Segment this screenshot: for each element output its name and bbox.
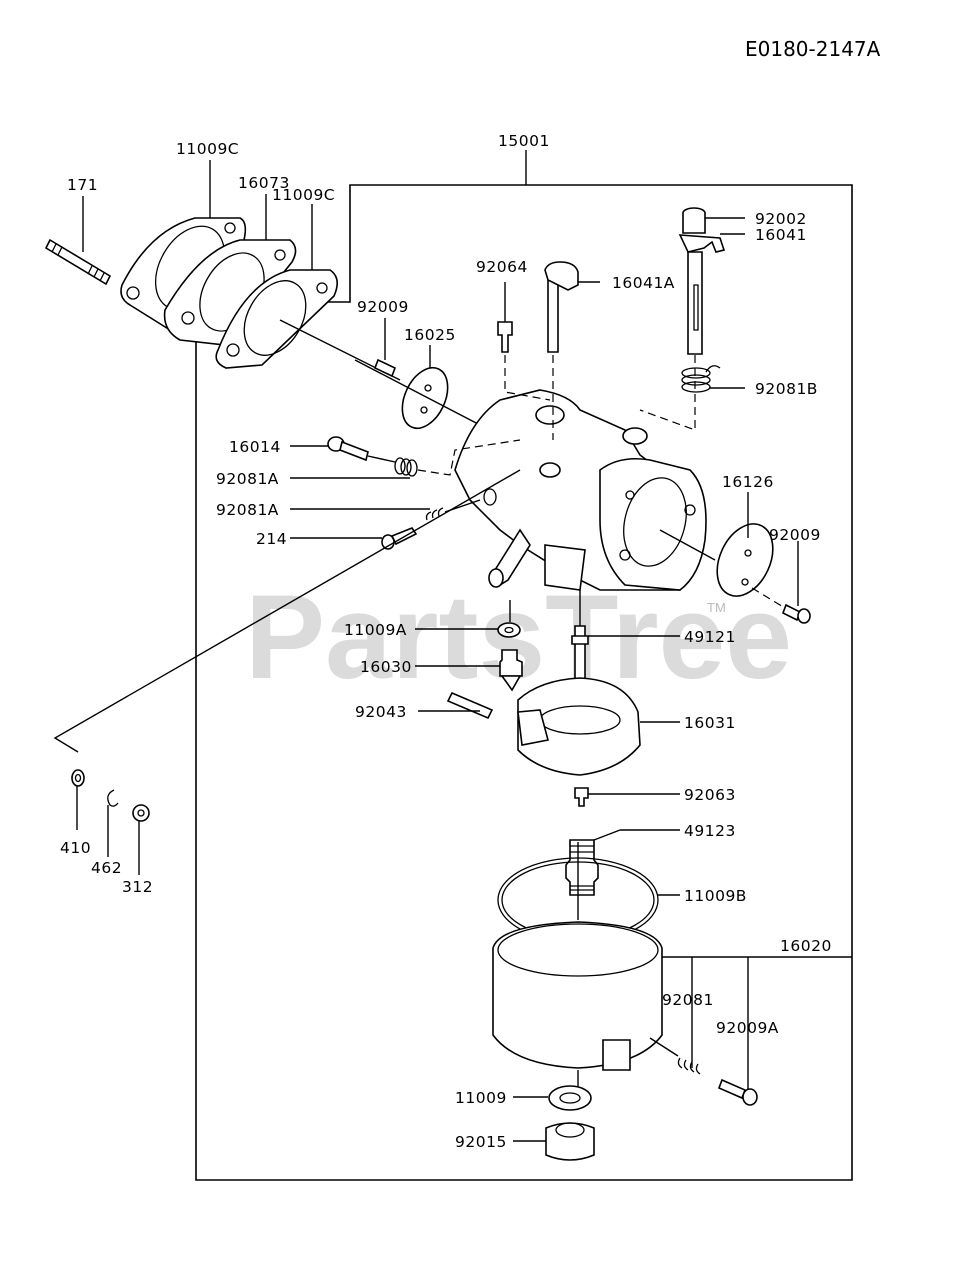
part-label-49121[interactable]: 49121 xyxy=(684,628,736,646)
float-16031[interactable] xyxy=(517,677,641,776)
part-label-171[interactable]: 171 xyxy=(67,176,98,194)
pilot-screw-16014[interactable] xyxy=(327,436,369,462)
jet-92063[interactable] xyxy=(574,787,589,807)
watermark-text: PartsTree xyxy=(245,570,792,704)
part-label-92009-choke[interactable]: 92009 xyxy=(357,298,409,316)
stud-171[interactable] xyxy=(44,238,112,286)
part-label-92009A[interactable]: 92009A xyxy=(716,1019,779,1037)
part-label-312[interactable]: 312 xyxy=(122,878,153,896)
axis-line-drain xyxy=(649,1037,679,1057)
axis-line-16014 xyxy=(367,455,396,463)
part-label-92063[interactable]: 92063 xyxy=(684,786,736,804)
part-label-16025[interactable]: 16025 xyxy=(404,326,456,344)
part-label-16126[interactable]: 16126 xyxy=(722,473,774,491)
part-label-410[interactable]: 410 xyxy=(60,839,91,857)
axis-line-throttle-plate xyxy=(659,529,716,561)
gasket-11009C-rear[interactable] xyxy=(215,269,338,369)
axis-line-92081A-upper xyxy=(417,439,521,476)
part-label-11009C-rear[interactable]: 11009C xyxy=(272,186,335,204)
part-label-16014[interactable]: 16014 xyxy=(229,438,281,456)
part-label-15001[interactable]: 15001 xyxy=(498,132,550,150)
float-bowl-16020[interactable] xyxy=(492,921,663,1071)
part-label-11009B[interactable]: 11009B xyxy=(684,887,747,905)
screw-92009-choke[interactable] xyxy=(373,358,397,378)
main-jet-49123[interactable] xyxy=(565,839,599,896)
part-label-92009-throttle[interactable]: 92009 xyxy=(769,526,821,544)
part-label-462[interactable]: 462 xyxy=(91,859,122,877)
part-label-16041[interactable]: 16041 xyxy=(755,226,807,244)
part-label-92015[interactable]: 92015 xyxy=(455,1133,507,1151)
carburetor-body[interactable] xyxy=(454,389,707,591)
watermark: PartsTree TM xyxy=(245,570,792,704)
diagram-code: E0180-2147A xyxy=(745,37,881,61)
float-pin-92043[interactable] xyxy=(446,691,494,720)
part-label-92064[interactable]: 92064 xyxy=(476,258,528,276)
screw-92009-throttle[interactable] xyxy=(781,603,811,624)
nut-312[interactable] xyxy=(132,804,150,822)
leader-49123-a xyxy=(593,829,621,841)
axis-line-choke-shaft xyxy=(504,355,554,440)
choke-plate-16025[interactable] xyxy=(393,361,456,436)
clip-462[interactable] xyxy=(107,789,119,807)
throttle-screw-92002[interactable] xyxy=(682,207,706,234)
part-label-214[interactable]: 214 xyxy=(256,530,287,548)
axis-line-choke xyxy=(354,359,481,426)
drain-screw-92009A[interactable] xyxy=(717,1078,758,1106)
watermark-tm: TM xyxy=(707,600,726,615)
part-label-49123[interactable]: 49123 xyxy=(684,822,736,840)
part-label-11009[interactable]: 11009 xyxy=(455,1089,507,1107)
spring-92081-drain[interactable] xyxy=(677,1057,701,1075)
screw-92064[interactable] xyxy=(497,321,513,353)
part-label-92002[interactable]: 92002 xyxy=(755,210,807,228)
gasket-11009A[interactable] xyxy=(497,622,521,638)
axis-line-lower-left xyxy=(53,469,521,753)
part-label-92081A-upper[interactable]: 92081A xyxy=(216,470,279,488)
part-label-92081B[interactable]: 92081B xyxy=(755,380,818,398)
part-label-92043[interactable]: 92043 xyxy=(355,703,407,721)
bowl-nut-92015[interactable] xyxy=(545,1122,595,1161)
part-label-11009A[interactable]: 11009A xyxy=(344,621,407,639)
part-label-16031[interactable]: 16031 xyxy=(684,714,736,732)
spring-92081A-upper[interactable] xyxy=(394,457,418,477)
part-label-16020[interactable]: 16020 xyxy=(780,937,832,955)
spring-92081A-lower[interactable] xyxy=(425,507,444,521)
throttle-plate-16126[interactable] xyxy=(706,515,783,605)
part-label-16041A[interactable]: 16041A xyxy=(612,274,675,292)
axis-line-92009-throttle xyxy=(751,587,786,609)
assembly-frame xyxy=(195,184,853,1181)
axis-line-throttle xyxy=(639,355,696,431)
throttle-shaft-16041[interactable] xyxy=(678,234,726,355)
gasket-11009[interactable] xyxy=(548,1085,592,1111)
washer-410[interactable] xyxy=(71,769,85,787)
needle-seat-16030[interactable] xyxy=(499,649,523,692)
part-label-92081A-lower[interactable]: 92081A xyxy=(216,501,279,519)
part-label-16073[interactable]: 16073 xyxy=(238,174,290,192)
spring-92081B[interactable] xyxy=(681,365,721,393)
part-label-92081[interactable]: 92081 xyxy=(662,991,714,1009)
part-label-16030[interactable]: 16030 xyxy=(360,658,412,676)
choke-shaft-16041A[interactable] xyxy=(544,261,579,353)
part-label-11009C-front[interactable]: 11009C xyxy=(176,140,239,158)
